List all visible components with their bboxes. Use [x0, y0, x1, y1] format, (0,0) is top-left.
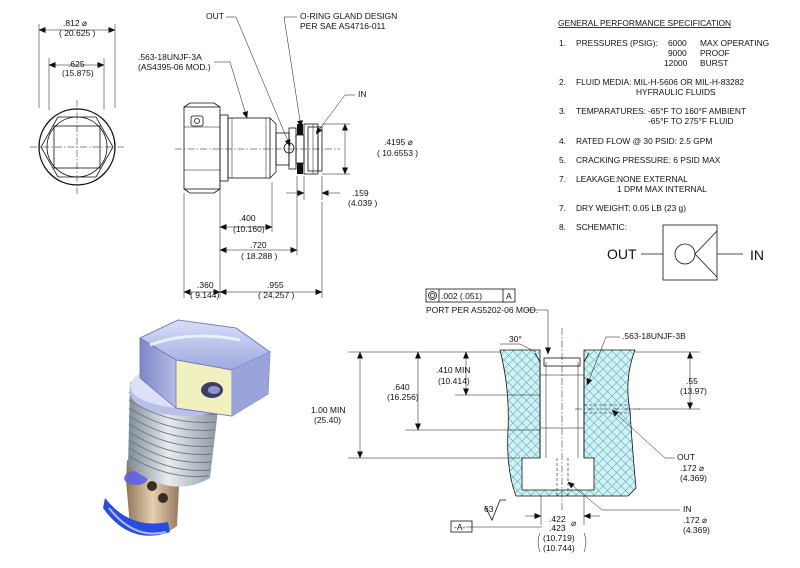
spec-item7-text: DRY WEIGHT: 0.05 LB (23 g)	[576, 203, 686, 213]
spec-p2-desc: PROOF	[700, 48, 730, 58]
port-dim-410-mm: (10.414)	[438, 376, 470, 386]
port-in-label: IN	[683, 504, 692, 514]
spec-item5-text: CRACKING PRESSURE: 6 PSID MAX	[576, 155, 721, 165]
bore-dim-422-mm: (10.719)	[543, 533, 575, 543]
spec-item1-num: 1.	[559, 38, 566, 48]
surface-finish: 63	[484, 504, 494, 514]
side-dim-955-mm: ( 24.257 )	[258, 290, 295, 300]
bore-dim-423: .423	[549, 523, 566, 533]
side-thread-spec: .563-18UNJF-3A	[138, 52, 202, 62]
spec-item6-label: LEAKAGE:	[576, 174, 617, 184]
spec-p1-val: 6000	[668, 38, 687, 48]
top-dim-625: .625	[68, 59, 85, 69]
top-hex	[40, 116, 114, 178]
spec-item6-num: 7.	[559, 174, 566, 184]
side-dim-4195: .4195 ⌀	[384, 137, 414, 147]
port-section-view: .002 (.051) A PORT PER AS5202-06 MOD. 30…	[311, 288, 710, 553]
spec-item3-text: -65°F TO 160°F AMBIENT	[648, 106, 746, 116]
port-dim-55: .55	[686, 376, 698, 386]
oring-note-line1: O-RING GLAND DESIGN	[300, 11, 397, 21]
port-out-dia-mm: (4.369)	[680, 473, 707, 483]
spec-item3-label: TEMPARATURES:	[576, 106, 646, 116]
port-out-label: OUT	[677, 452, 695, 462]
spec-item2-text2: HYFRAULIC FLUIDS	[636, 87, 716, 97]
bore-dim-423-mm: (10.744)	[543, 543, 575, 553]
side-thread-body	[227, 117, 271, 179]
schematic-in-label: IN	[750, 247, 764, 263]
spec-p3-desc: BURST	[700, 58, 728, 68]
port-dim-100-mm: (25.40)	[314, 415, 341, 425]
spec-p3-val: 12000	[664, 58, 688, 68]
port-spec-title: PORT PER AS5202-06 MOD.	[426, 305, 538, 315]
valve-3d-render	[103, 319, 271, 536]
side-dim-720: .720	[250, 240, 267, 250]
port-dim-100: 1.00 MIN	[311, 405, 346, 415]
port-dim-410: .410 MIN	[436, 365, 471, 375]
spec-item8-num: 8.	[559, 222, 566, 232]
side-dim-360: .360	[197, 280, 214, 290]
feature-control-frame	[425, 288, 516, 303]
spec-p1-desc: MAX OPERATING	[700, 38, 769, 48]
port-dim-640-mm: (16.256)	[387, 392, 419, 402]
spec-item1-label: PRESSURES (PSIG):	[576, 38, 658, 48]
port-in-dia-mm: (4.369)	[683, 525, 710, 535]
spec-item2-text: FLUID MEDIA: MIL-H-5606 OR MIL-H-83282	[576, 77, 744, 87]
spec-item5-num: 5.	[559, 155, 566, 165]
top-dim-625-mm: (15.875)	[62, 68, 94, 78]
side-dim-955: .955	[267, 280, 284, 290]
spec-p2-val: 9000	[668, 48, 687, 58]
port-thread-spec: .563-18UNJF-3B	[622, 331, 686, 341]
fcf-tolerance: .002 (.051)	[441, 291, 482, 301]
spec-item2-num: 2.	[559, 77, 566, 87]
side-dim-400-mm: (10.160)	[233, 224, 265, 234]
performance-spec: GENERAL PERFORMANCE SPECIFICATION 1. PRE…	[558, 18, 769, 232]
spec-item7-num: 7.	[559, 203, 566, 213]
port-dim-640: .640	[393, 382, 410, 392]
bore-dim-422: .422	[549, 514, 566, 524]
spec-item3-num: 3.	[559, 106, 566, 116]
side-dim-400: .400	[239, 213, 256, 223]
port-in-dia: .172 ⌀	[683, 515, 708, 525]
side-dim-4195-mm: ( 10.6553 )	[377, 148, 418, 158]
port-angle-30: 30°	[509, 334, 522, 344]
side-dim-720-mm: ( 18.288 )	[241, 251, 278, 261]
top-view: .812 ⌀ ( 20.625 ) .625 (15.875)	[30, 18, 124, 194]
side-dim-159-mm: (4.039 )	[348, 198, 377, 208]
side-in-label: IN	[358, 89, 367, 99]
datum-a-box	[450, 520, 473, 533]
side-hex-head	[183, 106, 221, 190]
check-valve-schematic: OUT IN	[607, 224, 764, 281]
side-dim-159: .159	[352, 188, 369, 198]
spec-item4-num: 4.	[559, 136, 566, 146]
schematic-out-label: OUT	[607, 246, 637, 262]
spec-item8-text: SCHEMATIC:	[576, 222, 627, 232]
spec-item4-text: RATED FLOW @ 30 PSID: 2.5 GPM	[576, 136, 712, 146]
port-dim-55-mm: (13.97)	[680, 386, 707, 396]
bore-dia-symbol: ⌀	[571, 518, 577, 528]
side-dim-360-mm: ( 9.144)	[190, 290, 219, 300]
spec-title: GENERAL PERFORMANCE SPECIFICATION	[558, 18, 731, 28]
side-thread-std: (AS4395-06 MOD.)	[138, 62, 211, 72]
datum-a: -A-	[454, 522, 466, 532]
spec-item6-text2: 1 DPM MAX INTERNAL	[617, 184, 707, 194]
port-out-dia: .172 ⌀	[680, 463, 705, 473]
oring-note-line2: PER SAE AS4716-011	[300, 21, 386, 31]
side-view: OUT O-RING GLAND DESIGN PER SAE AS4716-0…	[138, 11, 418, 300]
top-dim-812: .812 ⌀	[63, 18, 88, 28]
spec-item3-text2: -65°F TO 275°F FLUID	[648, 116, 734, 126]
side-out-label: OUT	[206, 11, 224, 21]
fcf-datum: A	[506, 291, 512, 301]
top-dim-812-mm: ( 20.625 )	[59, 28, 96, 38]
spec-item6-text: NONE EXTERNAL	[617, 174, 688, 184]
